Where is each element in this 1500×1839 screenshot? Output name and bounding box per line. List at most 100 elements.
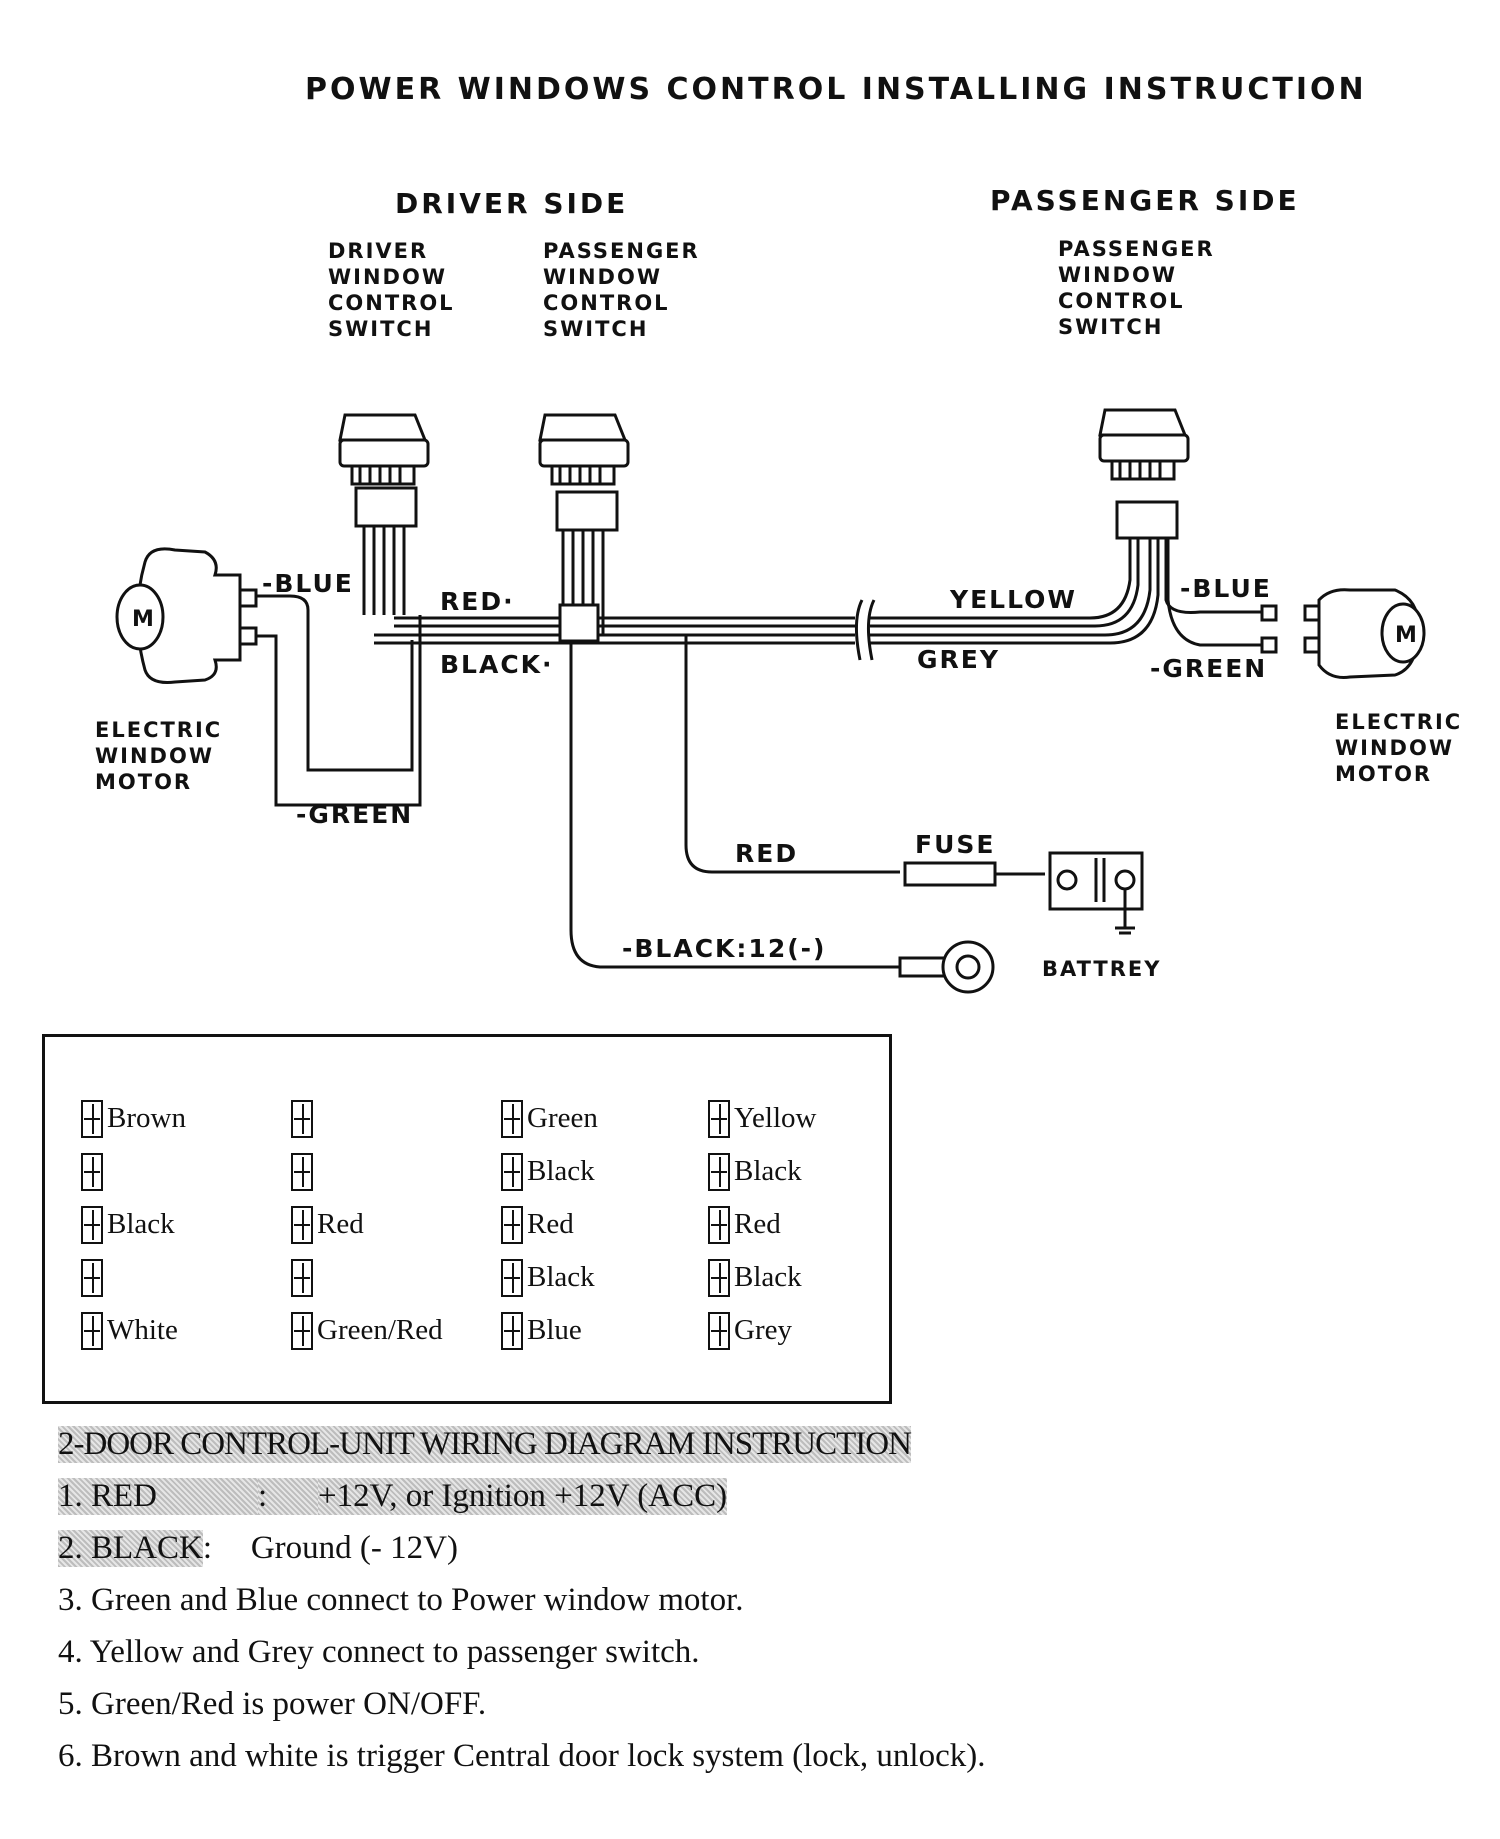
- pin-row: Black: [708, 1251, 816, 1304]
- pin-column-2: Red Green/Red: [291, 1092, 443, 1357]
- wire-label-yellow: YELLOW: [949, 585, 1077, 614]
- svg-text:CONTROL: CONTROL: [1058, 289, 1185, 313]
- instruction-2: 2. BLACK:Ground (- 12V): [58, 1529, 458, 1567]
- passenger-window-switch-symbol-passenger-side: [1098, 408, 1190, 540]
- pin-icon: [708, 1258, 730, 1297]
- pin-row: Grey: [708, 1304, 816, 1357]
- pin-column-1: Brown Black White: [81, 1092, 186, 1357]
- pin-row: [81, 1251, 186, 1304]
- pin-icon: [291, 1099, 313, 1138]
- wire-label-red-fuse: RED: [735, 839, 798, 868]
- pin-row: Brown: [81, 1092, 186, 1145]
- svg-text:WINDOW: WINDOW: [543, 265, 662, 289]
- battery-label: BATTREY: [1042, 957, 1161, 981]
- pin-row: Black: [708, 1145, 816, 1198]
- wire-harness: [256, 526, 1262, 969]
- svg-text:SWITCH: SWITCH: [543, 317, 648, 341]
- driver-side-heading: DRIVER SIDE: [395, 187, 628, 220]
- pin-row: Green/Red: [291, 1304, 443, 1357]
- pin-row: [291, 1145, 443, 1198]
- svg-text:WINDOW: WINDOW: [1335, 736, 1454, 760]
- wire-label-green-right: -GREEN: [1150, 654, 1267, 683]
- svg-text:SWITCH: SWITCH: [1058, 315, 1163, 339]
- pin-icon: [291, 1152, 313, 1191]
- pin-row: Blue: [501, 1304, 598, 1357]
- pin-row: Green: [501, 1092, 598, 1145]
- passenger-window-switch-label-passenger-side: PASSENGER WINDOW CONTROL SWITCH: [1058, 237, 1215, 339]
- svg-text:PASSENGER: PASSENGER: [543, 239, 700, 263]
- connector-pin-table: Brown Black White Red Green/Red Green Bl…: [42, 1034, 892, 1404]
- svg-text:ELECTRIC: ELECTRIC: [1335, 710, 1462, 734]
- instruction-3: 3. Green and Blue connect to Power windo…: [58, 1581, 744, 1618]
- wire-label-blue-left: -BLUE: [262, 569, 354, 598]
- pin-column-4: Yellow Black Red Black Grey: [708, 1092, 816, 1357]
- pin-row: [291, 1092, 443, 1145]
- wire-label-green-left: -GREEN: [296, 800, 413, 829]
- pin-icon: [708, 1311, 730, 1350]
- svg-text:MOTOR: MOTOR: [1335, 762, 1432, 786]
- wire-label-black: BLACK·: [440, 650, 554, 679]
- fuse-label: FUSE: [915, 830, 995, 859]
- instruction-6: 6. Brown and white is trigger Central do…: [58, 1737, 986, 1774]
- pin-icon: [501, 1099, 523, 1138]
- pin-row: Yellow: [708, 1092, 816, 1145]
- page-title: POWER WINDOWS CONTROL INSTALLING INSTRUC…: [305, 72, 1367, 107]
- svg-text:CONTROL: CONTROL: [543, 291, 670, 315]
- pin-icon: [708, 1205, 730, 1244]
- wire-label-black-ground: -BLACK:12(-): [622, 934, 826, 963]
- pin-column-3: Green Black Red Black Blue: [501, 1092, 598, 1357]
- svg-text:CONTROL: CONTROL: [328, 291, 455, 315]
- pin-icon: [501, 1311, 523, 1350]
- instructions-heading: 2-DOOR CONTROL-UNIT WIRING DIAGRAM INSTR…: [58, 1425, 912, 1463]
- passenger-window-switch-symbol-driver-side: [538, 413, 630, 532]
- pin-icon: [291, 1258, 313, 1297]
- pin-icon: [81, 1311, 103, 1350]
- motor-symbol-right: M: [1395, 623, 1419, 648]
- pin-icon: [501, 1152, 523, 1191]
- electric-window-motor-label-right: ELECTRIC WINDOW MOTOR: [1335, 710, 1462, 786]
- wire-label-red: RED·: [440, 587, 515, 616]
- pin-row: White: [81, 1304, 186, 1357]
- fuse-symbol: [903, 861, 997, 887]
- svg-text:WINDOW: WINDOW: [95, 744, 214, 768]
- svg-text:SWITCH: SWITCH: [328, 317, 433, 341]
- pin-icon: [291, 1205, 313, 1244]
- battery-symbol: [1048, 851, 1144, 935]
- driver-window-switch-symbol: [338, 413, 430, 528]
- pin-icon: [501, 1205, 523, 1244]
- passenger-window-switch-label-driver-side: PASSENGER WINDOW CONTROL SWITCH: [543, 239, 700, 341]
- pin-icon: [291, 1311, 313, 1350]
- pin-row: Red: [501, 1198, 598, 1251]
- driver-window-switch-label: DRIVER WINDOW CONTROL SWITCH: [328, 239, 455, 341]
- pin-icon: [708, 1099, 730, 1138]
- instruction-5: 5. Green/Red is power ON/OFF.: [58, 1685, 487, 1722]
- pin-icon: [708, 1152, 730, 1191]
- pin-icon: [81, 1205, 103, 1244]
- left-window-motor: M: [115, 547, 258, 684]
- svg-text:WINDOW: WINDOW: [1058, 263, 1177, 287]
- svg-text:PASSENGER: PASSENGER: [1058, 237, 1215, 261]
- electric-window-motor-label-left: ELECTRIC WINDOW MOTOR: [95, 718, 222, 794]
- wiring-diagram: POWER WINDOWS CONTROL INSTALLING INSTRUC…: [95, 72, 1462, 994]
- svg-text:WINDOW: WINDOW: [328, 265, 447, 289]
- pin-row: [291, 1251, 443, 1304]
- pin-icon: [81, 1152, 103, 1191]
- motor-symbol-left: M: [132, 607, 156, 632]
- instruction-4: 4. Yellow and Grey connect to passenger …: [58, 1633, 700, 1670]
- pin-icon: [81, 1099, 103, 1138]
- pin-row: Black: [501, 1145, 598, 1198]
- wire-label-grey: GREY: [917, 645, 1000, 674]
- pin-row: Red: [291, 1198, 443, 1251]
- pin-row: [81, 1145, 186, 1198]
- pin-icon: [81, 1258, 103, 1297]
- pin-row: Black: [81, 1198, 186, 1251]
- svg-text:ELECTRIC: ELECTRIC: [95, 718, 222, 742]
- pin-icon: [501, 1258, 523, 1297]
- wire-label-blue-right: -BLUE: [1180, 574, 1272, 603]
- pin-row: Red: [708, 1198, 816, 1251]
- ground-ring-terminal: [898, 940, 995, 994]
- right-window-motor: M: [1260, 588, 1426, 679]
- svg-text:DRIVER: DRIVER: [328, 239, 428, 263]
- svg-text:MOTOR: MOTOR: [95, 770, 192, 794]
